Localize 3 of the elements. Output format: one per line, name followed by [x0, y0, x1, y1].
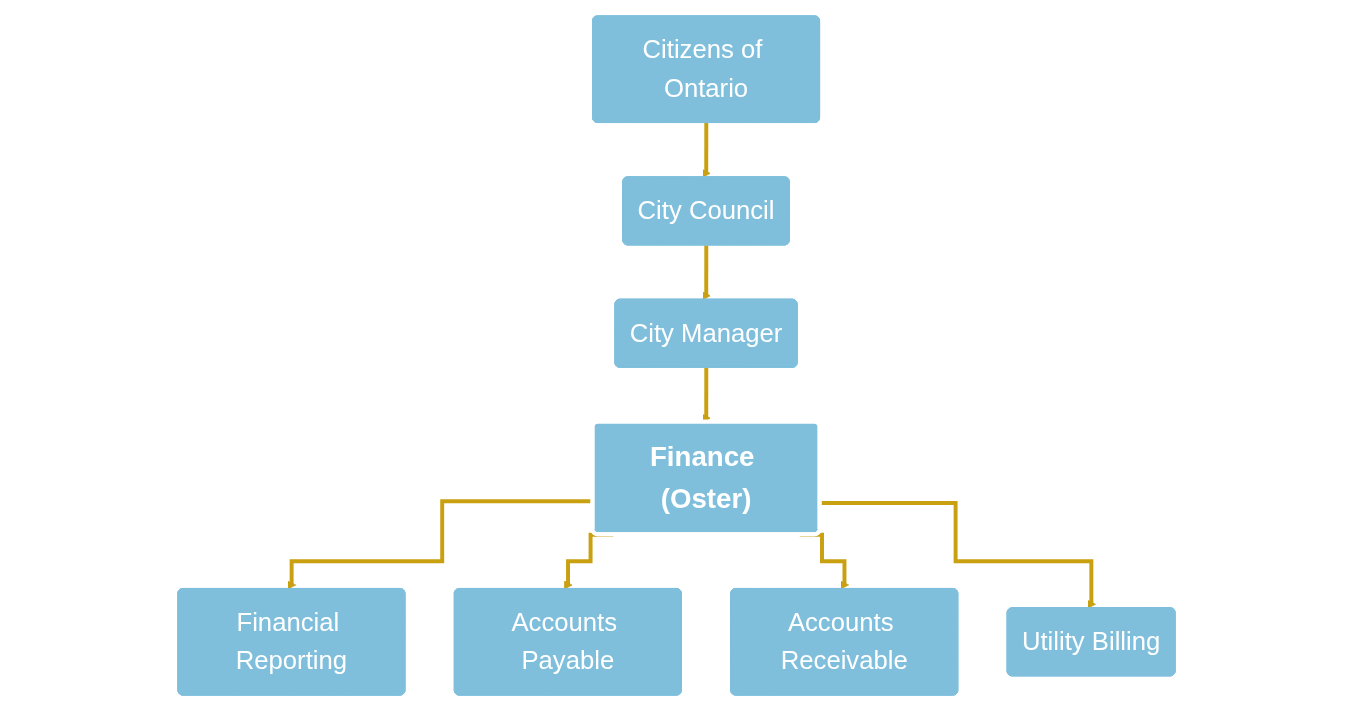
arrow [702, 243, 711, 301]
arrow [702, 121, 711, 178]
arrow [820, 501, 1096, 609]
